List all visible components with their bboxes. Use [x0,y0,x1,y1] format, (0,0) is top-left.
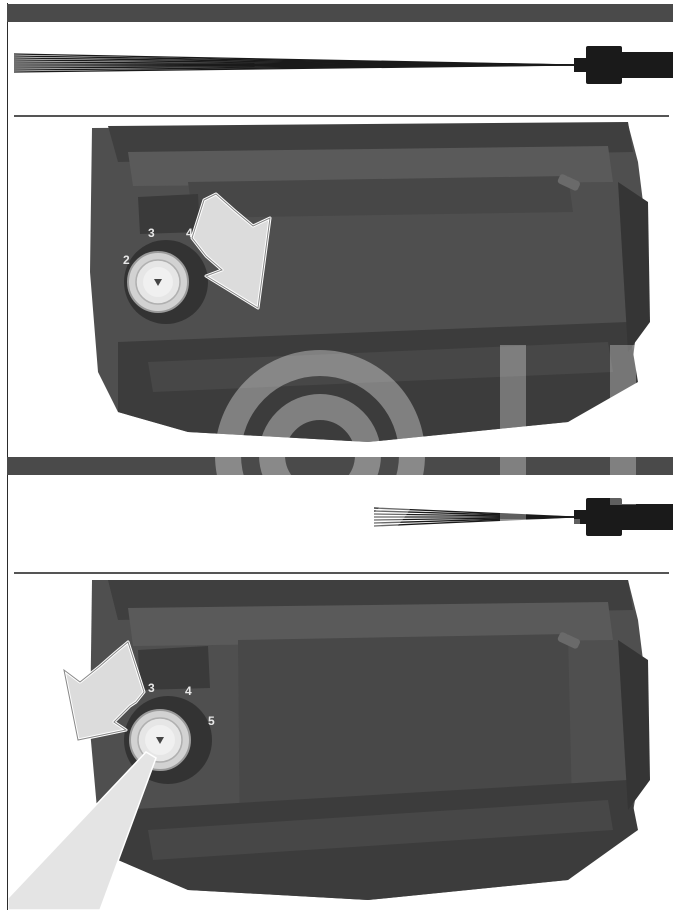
dial-label-left: 3 [148,681,155,695]
section-2-header-bar [7,457,673,475]
dial-label-middle: 4 [185,684,192,698]
figure-2-panel: 3 4 5 [8,580,673,910]
section-1-rule [14,115,669,117]
pressure-washer-illustration-1: 2 3 4 [8,122,673,457]
dial-label-middle: 3 [148,226,155,240]
section-2-rule [14,572,669,574]
figure-1-panel: 2 3 4 [8,122,673,457]
dial-label-right: 5 [208,714,215,728]
dial-label-left: 2 [123,253,130,267]
section-1-header-bar [7,4,673,22]
narrow-jet-spray-icon [374,492,673,540]
pressure-washer-illustration-2: 3 4 5 [8,580,673,910]
wide-fan-spray-icon [14,38,673,88]
